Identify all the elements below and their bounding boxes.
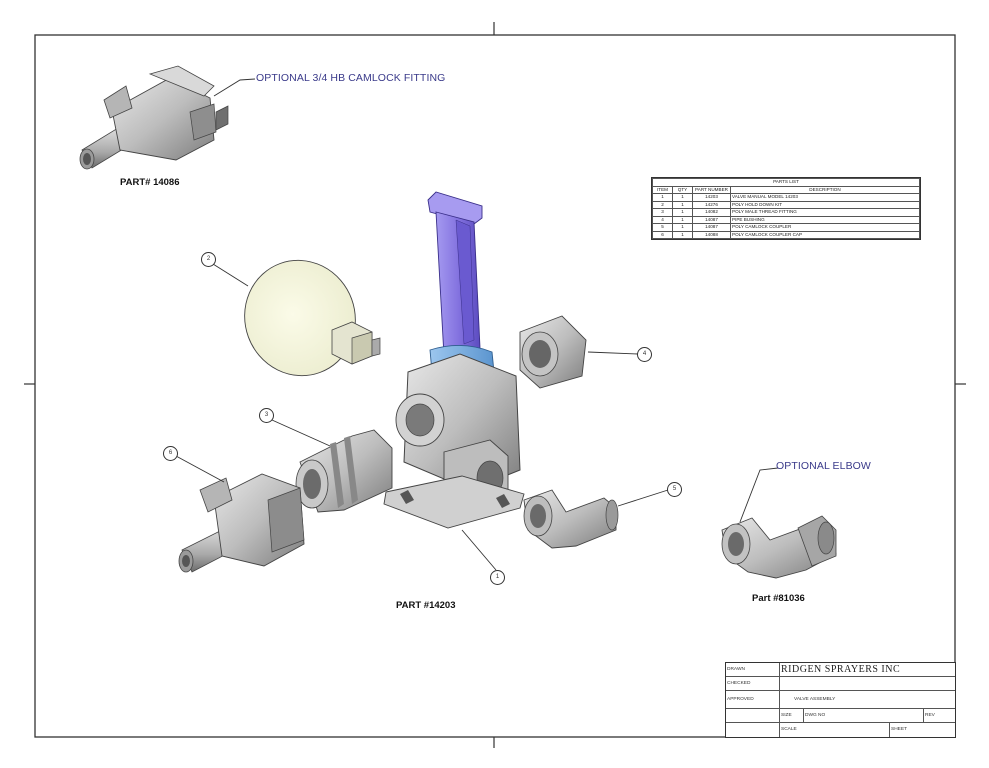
- title-size-label: SIZE: [780, 709, 804, 723]
- title-sheet-label: SHEET: [891, 727, 907, 732]
- cell-description: POLY CAMLOCK COUPLER CAP: [730, 230, 920, 239]
- header-description: DESCRIPTION: [730, 185, 920, 194]
- cell-qty: 1: [672, 223, 693, 232]
- elbow-callout: OPTIONAL ELBOW: [776, 460, 871, 472]
- parts-list-table: PARTS LIST ITEM QTY PART NUMBER DESCRIPT…: [651, 177, 921, 240]
- cell-item: 6: [652, 230, 673, 239]
- title-dwg-label: DWG NO: [804, 709, 924, 723]
- pipe-bushing-illustration: [519, 315, 587, 389]
- camlock-part-number: PART# 14086: [120, 177, 180, 188]
- header-qty: QTY: [672, 185, 693, 194]
- cell-part-number: 14203: [692, 193, 731, 202]
- parts-list-header-row: ITEM QTY PART NUMBER DESCRIPTION: [652, 185, 920, 194]
- header-part-number: PART NUMBER: [692, 185, 731, 194]
- drawing-title: VALVE ASSEMBLY: [780, 691, 955, 709]
- balloon-item-2: 2: [201, 252, 216, 267]
- balloon-item-6: 6: [163, 446, 178, 461]
- cell-description: VALVE MANUAL MODEL 14203: [730, 193, 920, 202]
- valve-body-illustration: [383, 353, 525, 529]
- sheet-border: [34, 34, 956, 738]
- title-approved-label: APPROVED: [726, 691, 780, 709]
- title-cell-blank-3: [726, 723, 780, 737]
- cell-part-number: 14087: [692, 215, 731, 224]
- balloon-item-4: 4: [637, 347, 652, 362]
- header-item: ITEM: [652, 185, 673, 194]
- balloon-4-leader: [587, 351, 639, 355]
- balloon-item-3: 3: [259, 408, 274, 423]
- male-thread-fitting-illustration: [295, 429, 393, 513]
- cell-qty: 1: [672, 193, 693, 202]
- cell-qty: 1: [672, 208, 693, 217]
- balloon-1-leader: [461, 529, 497, 571]
- title-scale-label: SCALE: [780, 723, 890, 737]
- title-cell-blank-1: [780, 677, 955, 691]
- cell-item: 2: [652, 200, 673, 209]
- balloon-item-1: 1: [490, 570, 505, 585]
- cell-qty: 1: [672, 200, 693, 209]
- optional-elbow-illustration: [721, 515, 837, 579]
- title-checked-label: CHECKED: [726, 677, 780, 691]
- cell-part-number: 14087: [692, 223, 731, 232]
- balloon-6-leader: [175, 455, 225, 483]
- balloon-2-leader: [212, 263, 249, 287]
- camlock-callout: OPTIONAL 3/4 HB CAMLOCK FITTING: [256, 72, 446, 84]
- cell-description: POLY HOLD DOWN KIT: [730, 200, 920, 209]
- cell-part-number: 14088: [692, 230, 731, 239]
- hold-down-illustration: [244, 259, 381, 377]
- title-block: DRAWN RIDGEN SPRAYERS INC CHECKED APPROV…: [725, 662, 956, 738]
- cell-item: 4: [652, 215, 673, 224]
- cell-description: PIPE BUSHING: [730, 215, 920, 224]
- cell-qty: 1: [672, 215, 693, 224]
- balloon-item-5: 5: [667, 482, 682, 497]
- elbow-leader-line: [739, 467, 779, 523]
- cell-item: 1: [652, 193, 673, 202]
- cell-description: POLY MALE THREAD FITTING: [730, 208, 920, 217]
- camlock-fitting-illustration: [79, 65, 229, 170]
- title-cell-blank-2: [726, 709, 780, 723]
- balloon-3-leader: [271, 419, 331, 447]
- valve-handle-illustration: [427, 191, 495, 379]
- company-name: RIDGEN SPRAYERS INC: [780, 663, 955, 677]
- cell-description: POLY CAMLOCK COUPLER: [730, 223, 920, 232]
- elbow-part-number: Part #81036: [752, 593, 805, 604]
- elbow-fitting-illustration: [523, 489, 619, 549]
- parts-list-title: PARTS LIST: [652, 178, 920, 187]
- cell-item: 5: [652, 223, 673, 232]
- cell-item: 3: [652, 208, 673, 217]
- cell-qty: 1: [672, 230, 693, 239]
- title-rev-label: REV: [924, 709, 955, 723]
- title-drawn-label: DRAWN: [726, 663, 780, 677]
- cell-part-number: 14082: [692, 208, 731, 217]
- balloon-5-leader: [617, 489, 669, 507]
- camlock-coupler-illustration: [178, 473, 305, 573]
- main-part-number: PART #14203: [396, 600, 456, 611]
- cell-part-number: 14276: [692, 200, 731, 209]
- camlock-leader-line: [213, 78, 256, 97]
